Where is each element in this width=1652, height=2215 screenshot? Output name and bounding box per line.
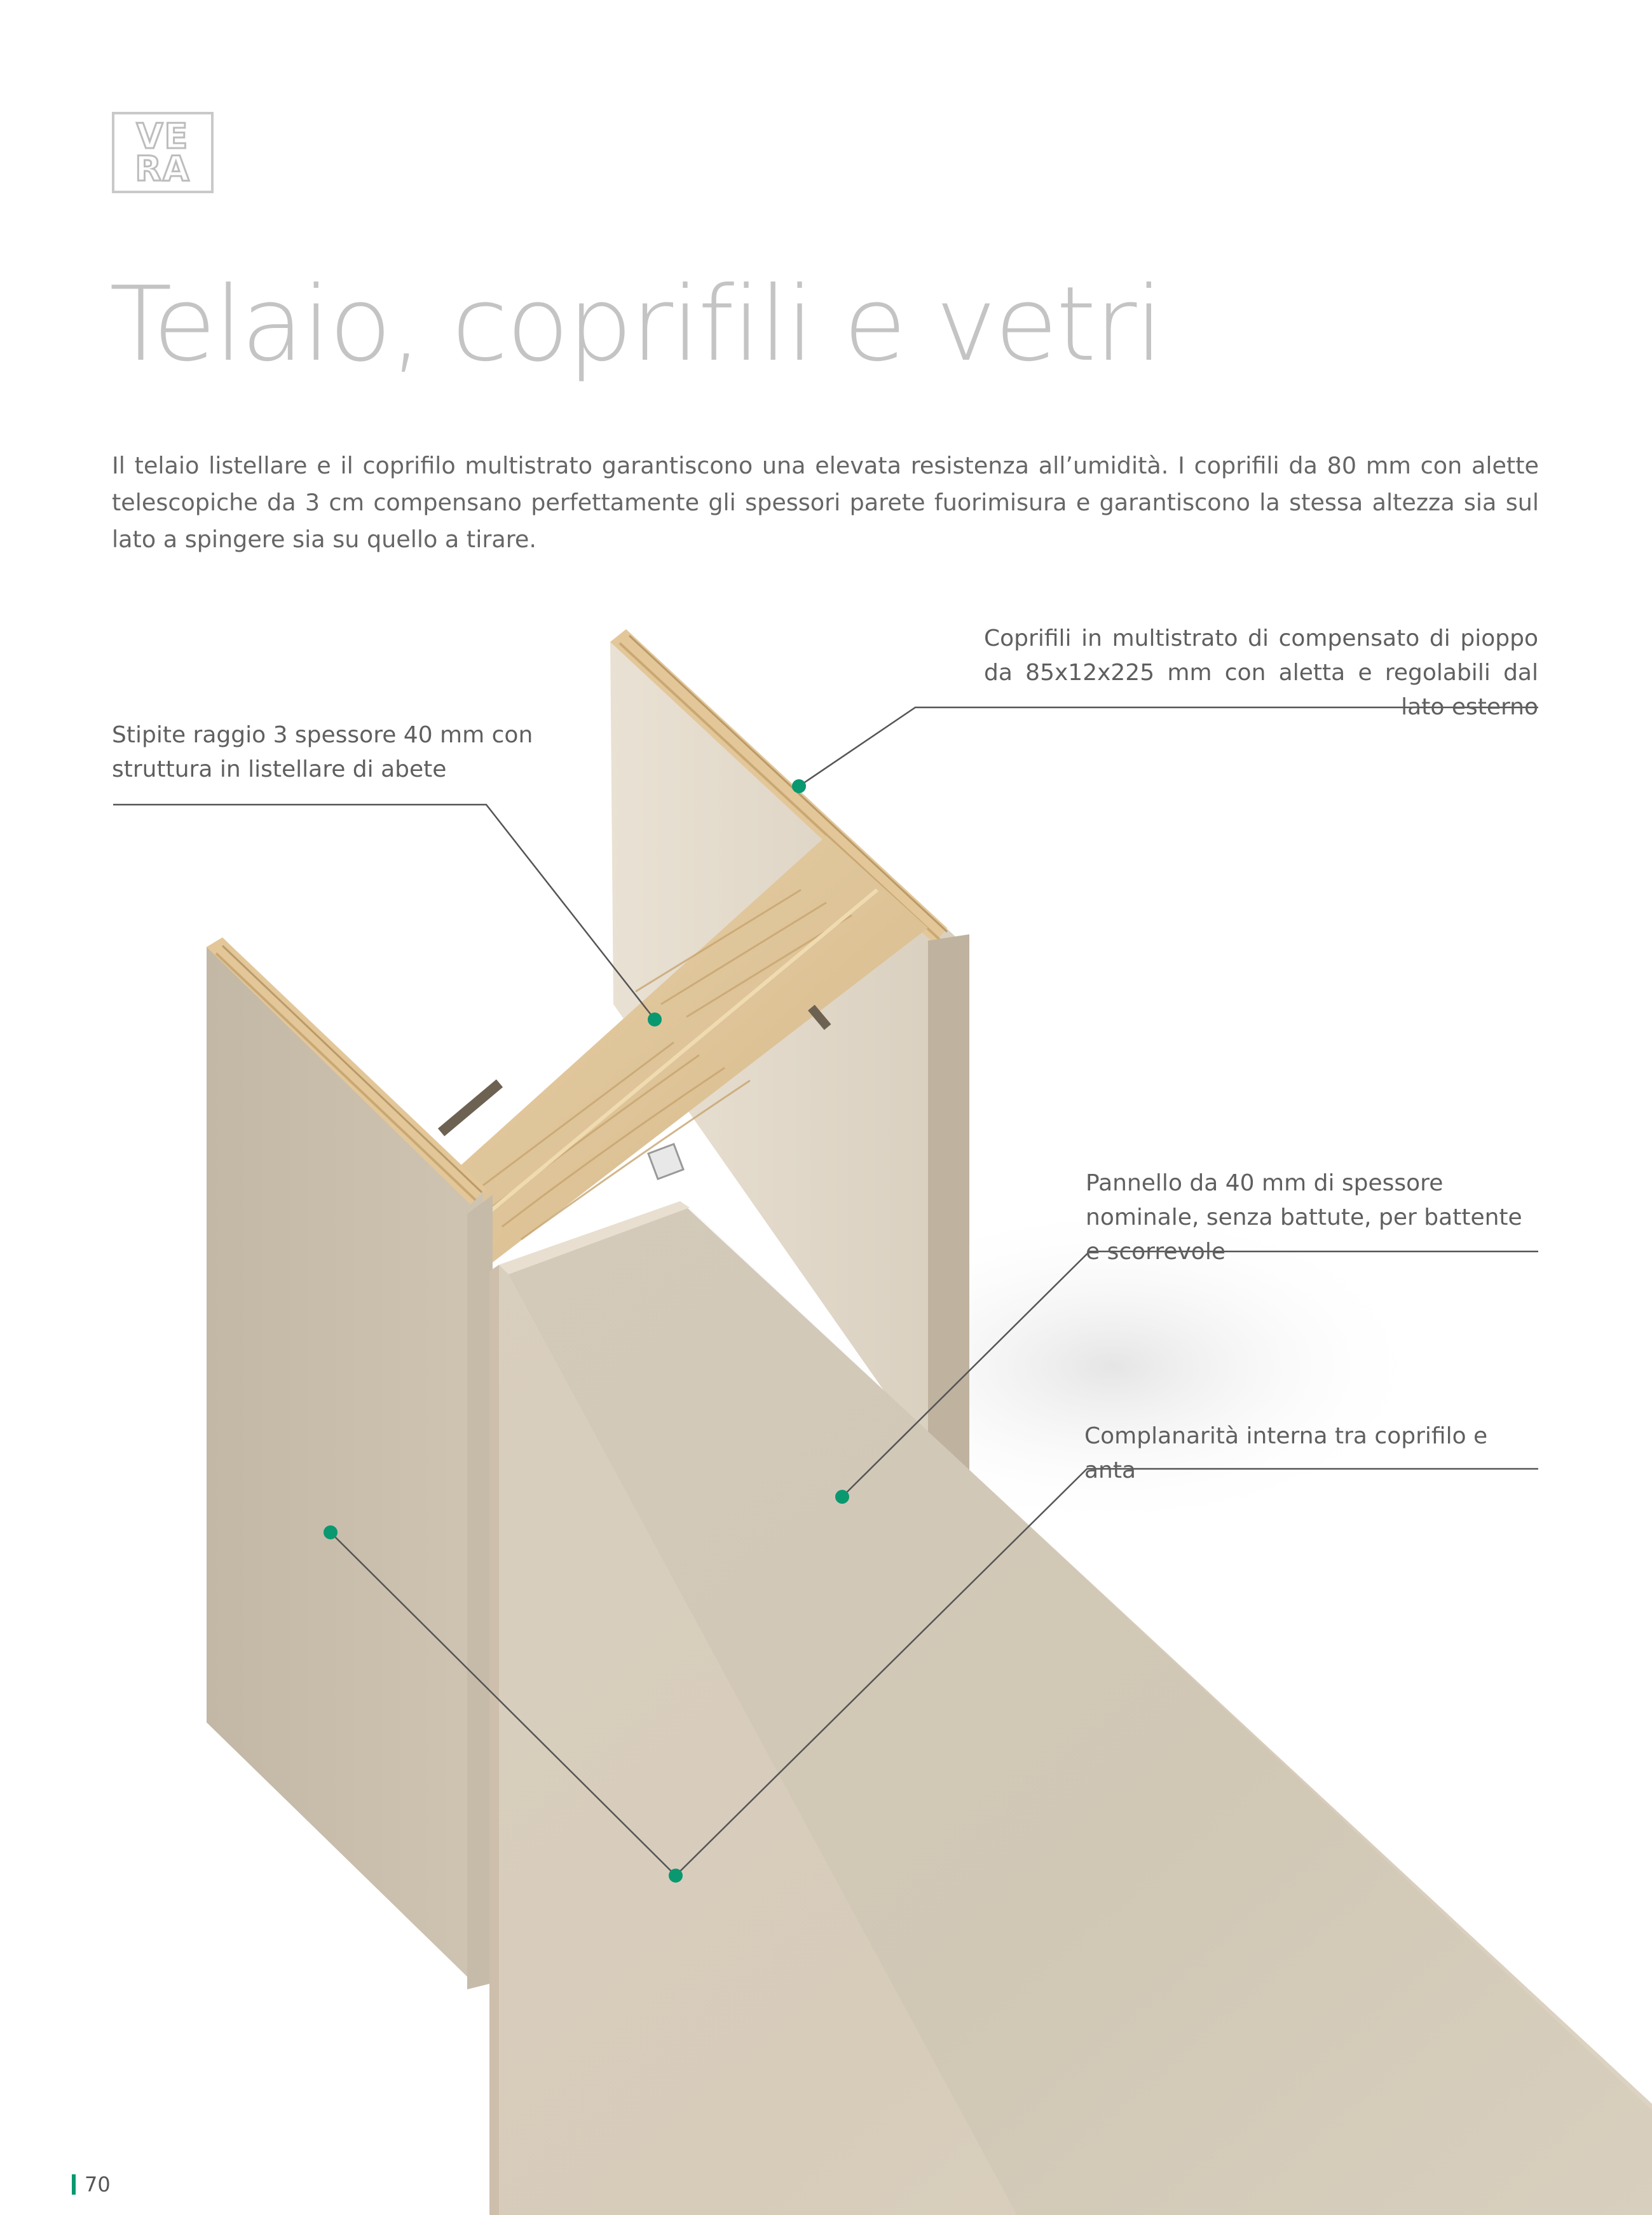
- page-number-text: 70: [85, 2172, 111, 2197]
- logo-line-1: VE: [135, 116, 189, 156]
- aluminium-gasket: [647, 1143, 685, 1180]
- page-number: 70: [72, 2172, 111, 2197]
- left-casing: [207, 937, 483, 1977]
- callout-dot-complanarita: [669, 1869, 683, 1883]
- callout-dot-stipite: [648, 1012, 662, 1026]
- back-casing-edge: [610, 629, 947, 944]
- page-title: Telaio, coprifili e vetri: [109, 265, 1164, 385]
- frame-right-face: [928, 934, 969, 1500]
- page-number-marker: [72, 2174, 76, 2195]
- left-casing-top: [207, 937, 486, 1204]
- vera-logo: VE RA: [112, 112, 214, 193]
- leader-stipite: [113, 803, 655, 1020]
- callout-dot-complanarita-left: [324, 1525, 338, 1539]
- callout-dot-pannello: [835, 1490, 849, 1504]
- leader-complanarita: [330, 1468, 1538, 1877]
- logo-line-2: RA: [134, 149, 191, 189]
- back-casing: [610, 629, 960, 1481]
- door-panel-top-edge: [499, 1201, 690, 1274]
- intro-paragraph: Il telaio listellare e il coprifilo mult…: [112, 452, 1539, 553]
- leader-coprifili: [798, 706, 1538, 787]
- door-panel: [489, 1201, 1652, 2215]
- callout-complanarita: Complanarità interna tra coprifilo e ant…: [1084, 1423, 1488, 1483]
- callout-pannello: Pannello da 40 mm di spessore nominale, …: [1086, 1170, 1522, 1265]
- leader-pannello: [842, 1250, 1538, 1497]
- callout-coprifili: Coprifili in multistrato di compensato d…: [984, 625, 1538, 720]
- stop-strip: [467, 1195, 493, 1989]
- door-panel-side: [489, 1265, 499, 2215]
- callout-stipite: Stipite raggio 3 spessore 40 mm con stru…: [112, 722, 533, 782]
- callout-dot-coprifili: [792, 779, 806, 793]
